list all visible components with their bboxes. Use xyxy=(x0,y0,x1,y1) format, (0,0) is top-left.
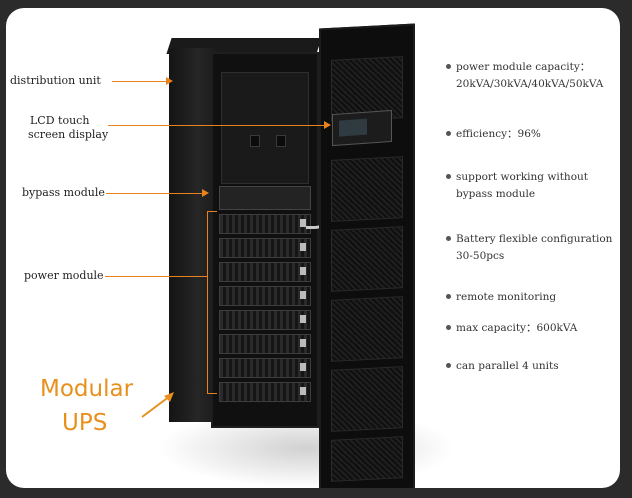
bullet-dot-icon xyxy=(446,63,451,69)
bullet-dot-icon xyxy=(446,235,451,241)
cabinet-front xyxy=(211,52,319,428)
callout-bypass-module: bypass module xyxy=(22,186,105,199)
arrow-right-icon xyxy=(324,121,331,129)
arrow-right-icon xyxy=(166,77,173,85)
power-module-unit xyxy=(219,382,311,402)
door-vent xyxy=(331,226,403,292)
feature-module-capacity: power module capacity： 20kVA/30kVA/40kVA… xyxy=(446,59,603,93)
callout-power-module: power module xyxy=(24,269,104,282)
callout-bracket-vertical xyxy=(207,211,208,393)
callout-line xyxy=(108,125,326,126)
power-module-unit xyxy=(219,310,311,330)
bullet-dot-icon xyxy=(446,293,451,299)
power-module-unit xyxy=(219,262,311,282)
door-vent xyxy=(331,296,403,362)
power-module-unit xyxy=(219,214,311,234)
callout-line xyxy=(105,276,207,277)
feature-max-capacity: max capacity：600kVA xyxy=(446,320,577,337)
callout-bracket-bottom xyxy=(207,393,217,394)
breaker-switch xyxy=(276,135,286,147)
door-vent xyxy=(331,156,403,222)
feature-remote-monitoring: remote monitoring xyxy=(446,289,556,306)
lcd-touch-screen xyxy=(332,109,392,147)
door-vent xyxy=(331,436,403,482)
title-line2: UPS xyxy=(62,410,108,436)
bullet-dot-icon xyxy=(446,362,451,368)
bypass-module-unit xyxy=(219,186,311,210)
feature-efficiency: efficiency：96% xyxy=(446,126,541,143)
bullet-dot-icon xyxy=(446,324,451,330)
cabinet-side xyxy=(169,48,217,422)
breaker-switch xyxy=(250,135,260,147)
power-module-unit xyxy=(219,334,311,354)
bullet-dot-icon xyxy=(446,173,451,179)
title-arrow-icon xyxy=(141,392,174,418)
cabinet-door xyxy=(319,23,415,488)
power-module-unit xyxy=(219,358,311,378)
callout-line xyxy=(112,81,168,82)
callout-bracket-top xyxy=(207,211,217,212)
feature-parallel: can parallel 4 units xyxy=(446,358,559,375)
feature-no-bypass: support working without bypass module xyxy=(446,169,588,203)
callout-line xyxy=(106,193,204,194)
power-module-unit xyxy=(219,286,311,306)
distribution-panel xyxy=(221,72,309,184)
callout-distribution-unit: distribution unit xyxy=(10,74,101,87)
door-vent xyxy=(331,366,403,432)
bullet-dot-icon xyxy=(446,130,451,136)
title-line1: Modular xyxy=(40,376,134,402)
arrow-right-icon xyxy=(202,189,209,197)
feature-battery-config: Battery flexible configuration 30-50pcs xyxy=(446,231,612,265)
callout-lcd-line2: screen display xyxy=(28,128,109,141)
callout-lcd-line1: LCD touch xyxy=(30,114,90,127)
power-module-unit xyxy=(219,238,311,258)
product-image-frame: distribution unit LCD touch screen displ… xyxy=(6,8,620,488)
